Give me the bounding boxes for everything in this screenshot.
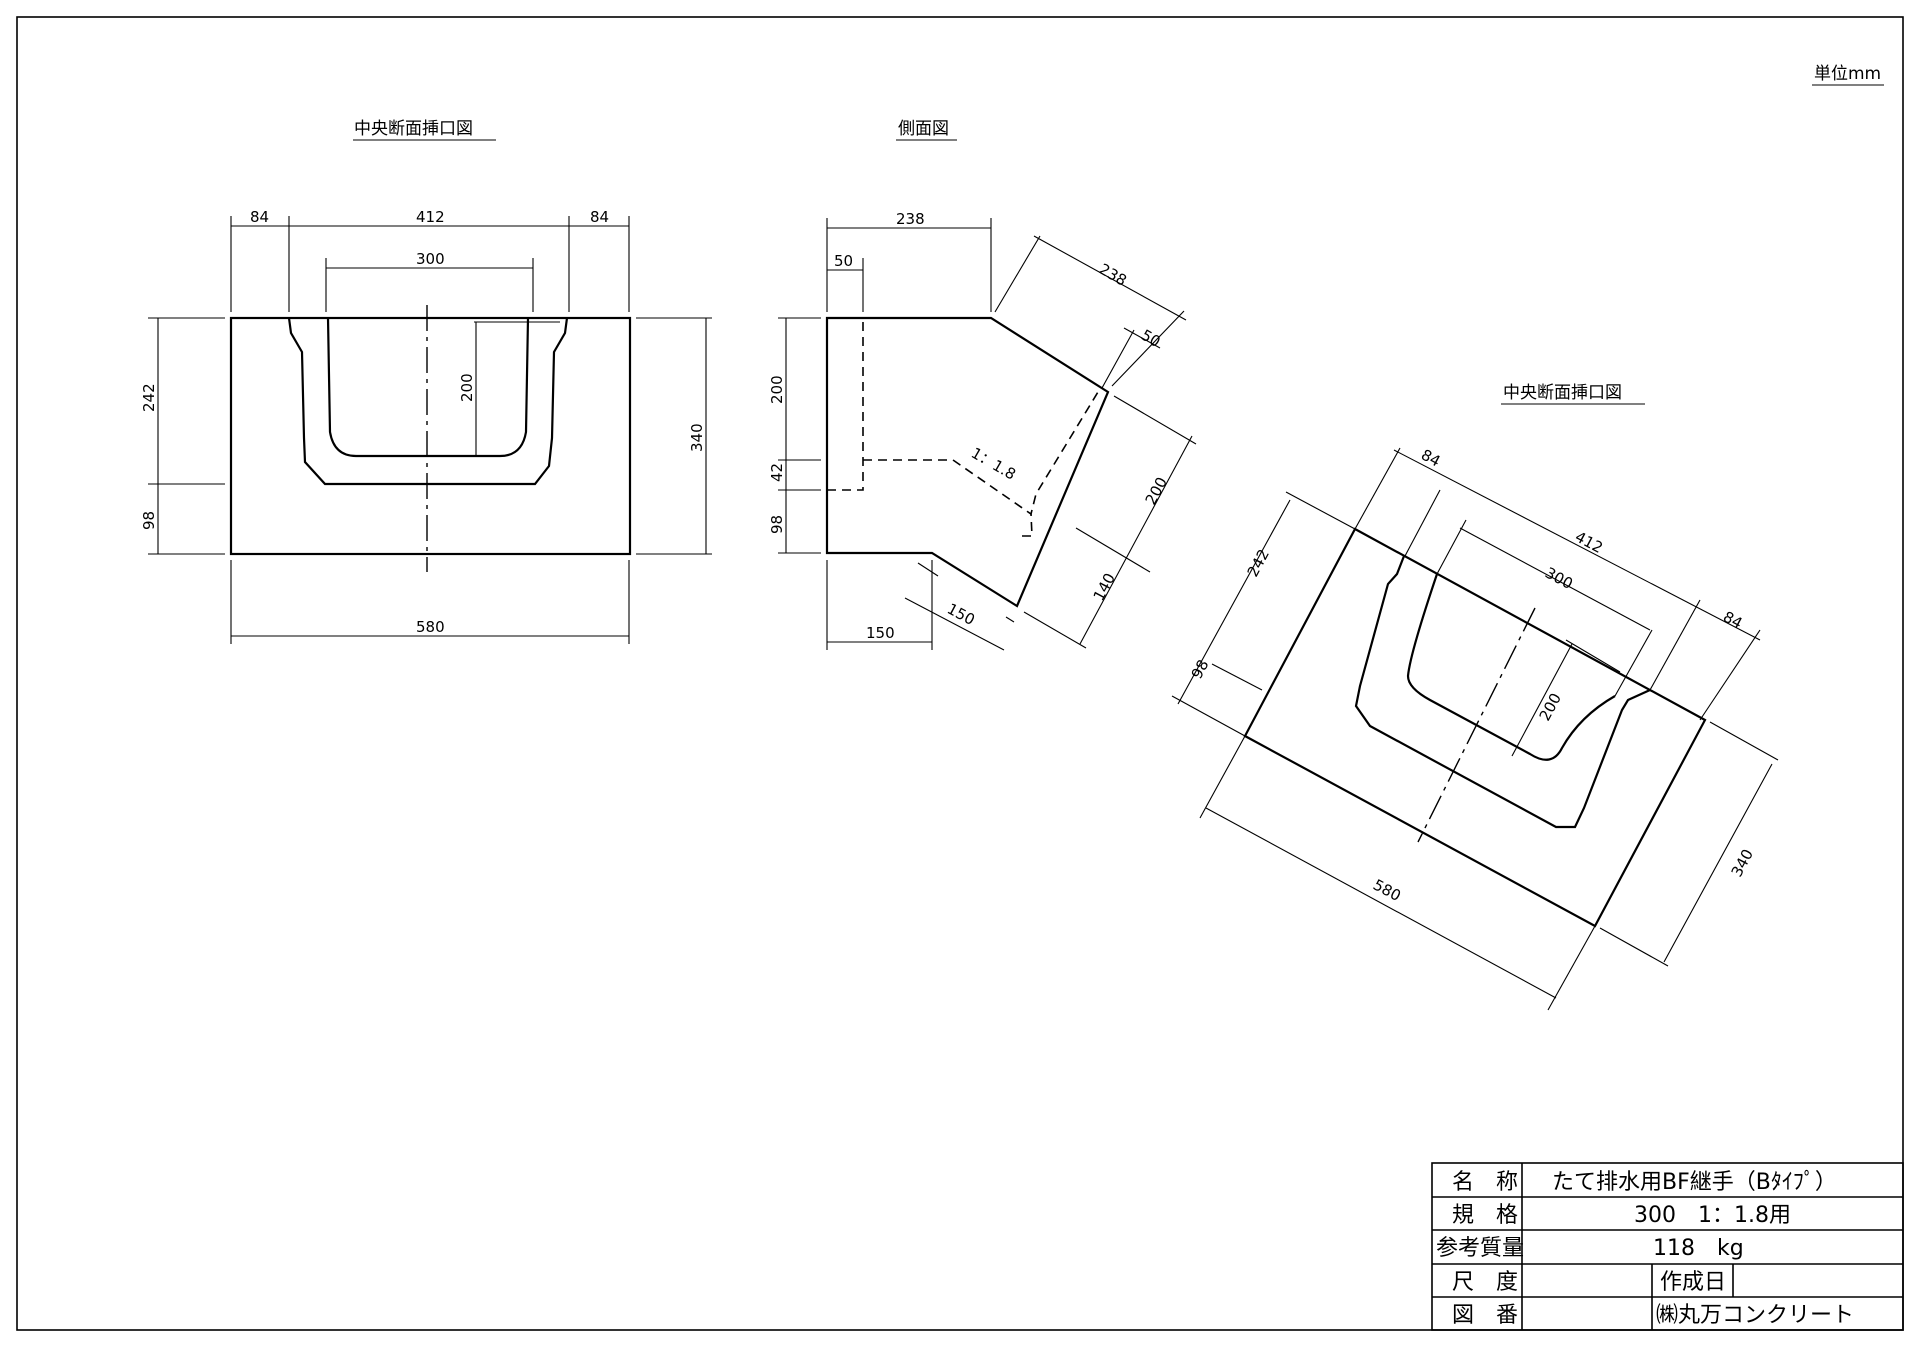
rotated-dim-lower-height: 98 <box>1188 657 1213 682</box>
rotated-view-title: 中央断面挿口図 <box>1503 383 1622 403</box>
title-block-frame <box>1431 1162 1904 1331</box>
title-weight-value: 118 kg <box>1653 1236 1744 1261</box>
side-dim-diag-lower: 140 <box>1090 570 1119 604</box>
rotated-dim-upper-height: 242 <box>1244 546 1273 580</box>
title-name-value: たて排水用BF継手（Bﾀｲﾌﾟ） <box>1552 1170 1837 1195</box>
front-view: 中央断面挿口図 84 412 84 300 200 242 98 <box>140 119 712 644</box>
rotated-channel-profile <box>1354 555 1651 829</box>
title-name-label: 名 称 <box>1452 1170 1518 1195</box>
side-dim-bottom-length: 150 <box>866 624 895 642</box>
rotated-view: 中央断面挿口図 84 412 84 300 200 242 98 <box>1171 383 1779 1011</box>
side-hidden-tip <box>1022 513 1033 537</box>
side-dim-top-offset: 50 <box>834 252 853 270</box>
side-view-title: 側面図 <box>898 119 949 139</box>
title-company: ㈱丸万コンクリート <box>1656 1303 1854 1328</box>
side-dim-diag-height: 200 <box>1142 474 1171 508</box>
side-dim-upper-height: 200 <box>768 375 786 404</box>
front-channel-inner <box>326 317 530 458</box>
rotated-dim-total-height: 340 <box>1728 846 1757 880</box>
title-spec-label: 規 格 <box>1452 1203 1518 1228</box>
rotated-dim-center-width: 412 <box>1572 528 1606 557</box>
title-scale-label: 尺 度 <box>1452 1270 1518 1295</box>
front-dim-total-height: 340 <box>688 423 706 452</box>
title-block: 名 称 たて排水用BF継手（Bﾀｲﾌﾟ） 規 格 300 1：1.8用 参考質量… <box>1431 1162 1904 1331</box>
title-date-label: 作成日 <box>1660 1270 1726 1295</box>
title-weight-label: 参考質量 <box>1436 1236 1524 1261</box>
front-dim-lower-height: 98 <box>140 511 158 530</box>
side-view: 側面図 1：1.8 238 50 200 42 98 150 <box>768 119 1197 651</box>
front-view-title: 中央断面挿口図 <box>354 119 473 139</box>
side-slope-label: 1：1.8 <box>968 444 1019 484</box>
rotated-dim-left-flange: 84 <box>1418 446 1443 471</box>
front-dim-total-width: 580 <box>416 618 445 636</box>
side-dim-mid-height: 42 <box>768 463 786 482</box>
front-dim-depth: 200 <box>458 373 476 402</box>
rotated-dim-inner-width: 300 <box>1542 564 1576 593</box>
units-label: 単位mm <box>1814 64 1881 84</box>
side-dim-top-length: 238 <box>896 210 925 228</box>
side-hidden-lower <box>827 318 864 491</box>
side-dim-bottom-diag: 150 <box>944 600 978 629</box>
front-outline <box>229 316 632 556</box>
front-dim-left-flange: 84 <box>250 208 269 226</box>
front-channel-profile <box>287 317 569 486</box>
side-outline <box>825 316 1110 608</box>
front-dim-inner-width: 300 <box>416 250 445 268</box>
front-dim-upper-height: 242 <box>140 383 158 412</box>
rotated-centerline <box>1417 607 1536 843</box>
side-dim-diag-top: 238 <box>1096 260 1130 290</box>
front-dim-center-width: 412 <box>416 208 445 226</box>
title-drawing-no-label: 図 番 <box>1452 1303 1518 1328</box>
title-spec-value: 300 1：1.8用 <box>1634 1203 1791 1228</box>
side-dim-lower-height: 98 <box>768 515 786 534</box>
rotated-channel-inner <box>1406 573 1616 761</box>
rotated-dim-depth: 200 <box>1536 690 1565 724</box>
rotated-dim-total-width: 580 <box>1370 876 1404 905</box>
sheet-border <box>16 16 1904 1331</box>
front-dim-right-flange: 84 <box>590 208 609 226</box>
rotated-dim-right-flange: 84 <box>1720 608 1745 633</box>
